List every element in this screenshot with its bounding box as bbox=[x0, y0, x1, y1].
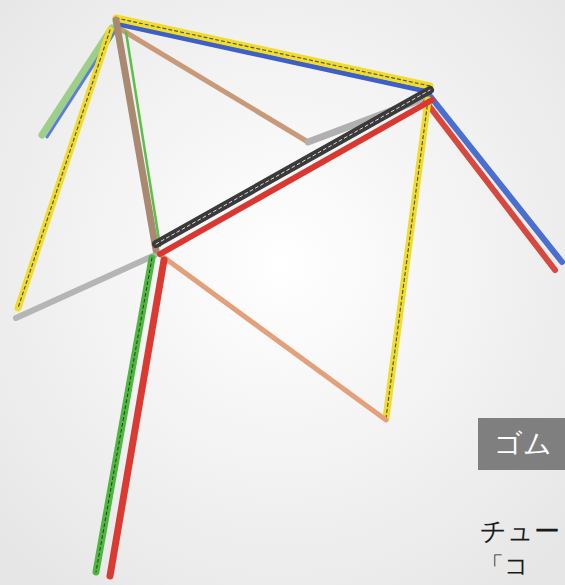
body-text: 「コ bbox=[480, 550, 529, 582]
heading-band: ゴム bbox=[478, 418, 565, 470]
body-text: チュー bbox=[480, 514, 560, 549]
heading-text: ゴム bbox=[494, 425, 552, 463]
